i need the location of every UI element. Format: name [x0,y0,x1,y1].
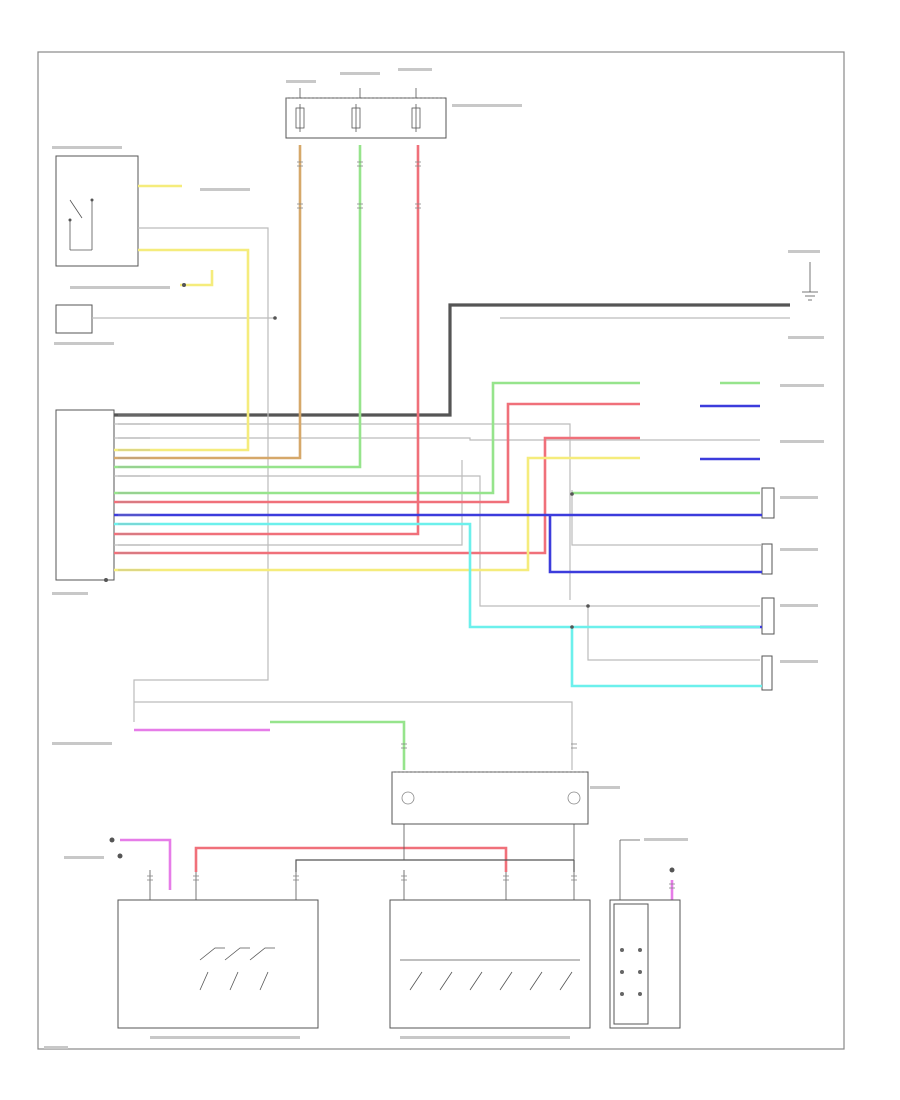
wire-red [114,145,640,872]
connector-hashes [147,161,675,889]
module-terminal-3 [620,992,624,996]
wire-orange [114,145,302,460]
steering-switch-module [609,839,681,1029]
fuse-3 [411,104,421,132]
wire-yellow [114,184,640,572]
wire-blue [114,404,762,629]
wire-cyan [114,522,762,688]
fuse-2 [351,104,361,132]
module-terminal-5 [638,970,642,974]
steering-switch-right [389,870,591,1029]
wire-pink [120,728,674,900]
wire-green [114,145,760,770]
module-terminal-1 [620,948,624,952]
clock-spring-terminal-left [401,791,415,805]
fuse-1 [295,104,305,132]
speaker-front-right [761,487,775,519]
illegible-labels [44,68,824,1049]
module-terminal-2 [620,970,624,974]
wire-black [114,303,790,417]
audio-unit [55,409,115,581]
ground-symbol [802,262,818,301]
ground-bus [295,859,575,872]
connector-markers [104,283,675,873]
diagram-frame [37,51,845,1050]
fuse-box [285,88,447,139]
tweeter-left [761,655,773,691]
wires-gray [92,227,790,770]
module-terminal-4 [638,948,642,952]
speaker-front-left [761,597,775,635]
steering-sensor-box [55,304,93,334]
tweeter-right [761,543,773,575]
clock-spring-terminal-right [567,791,581,805]
steering-switch-left [117,870,319,1029]
module-terminal-6 [638,992,642,996]
combination-meter [55,155,139,267]
audio-unit-pins [118,414,150,571]
clock-spring [391,771,589,860]
